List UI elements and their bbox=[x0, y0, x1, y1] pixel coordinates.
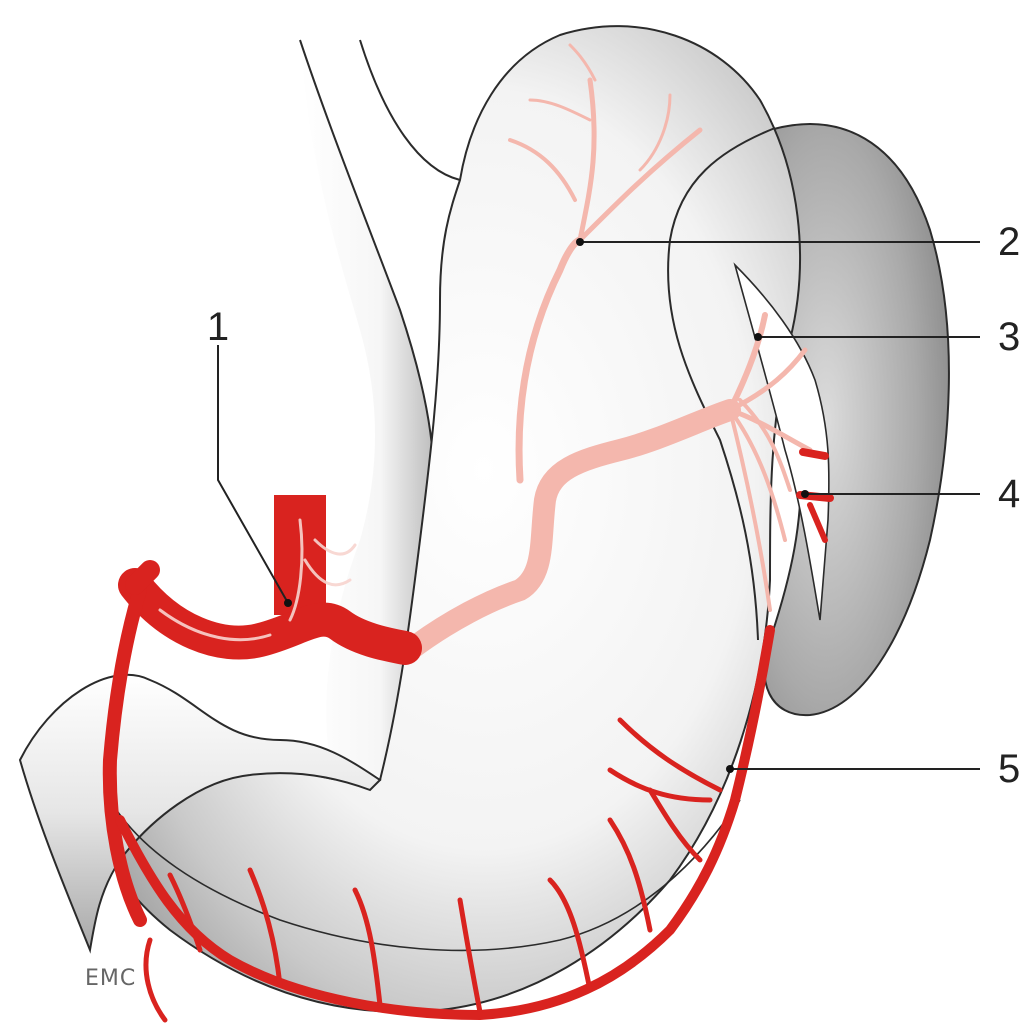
callout-label-4: 4 bbox=[998, 472, 1020, 516]
stomach bbox=[98, 26, 800, 1012]
callout-label-1: 1 bbox=[207, 305, 229, 349]
callout-label-2: 2 bbox=[998, 220, 1020, 264]
callout-label-3: 3 bbox=[998, 315, 1020, 359]
credit-mark: EMC bbox=[85, 966, 136, 991]
callout-label-5: 5 bbox=[998, 747, 1020, 791]
esophagus-right-edge bbox=[360, 40, 460, 180]
